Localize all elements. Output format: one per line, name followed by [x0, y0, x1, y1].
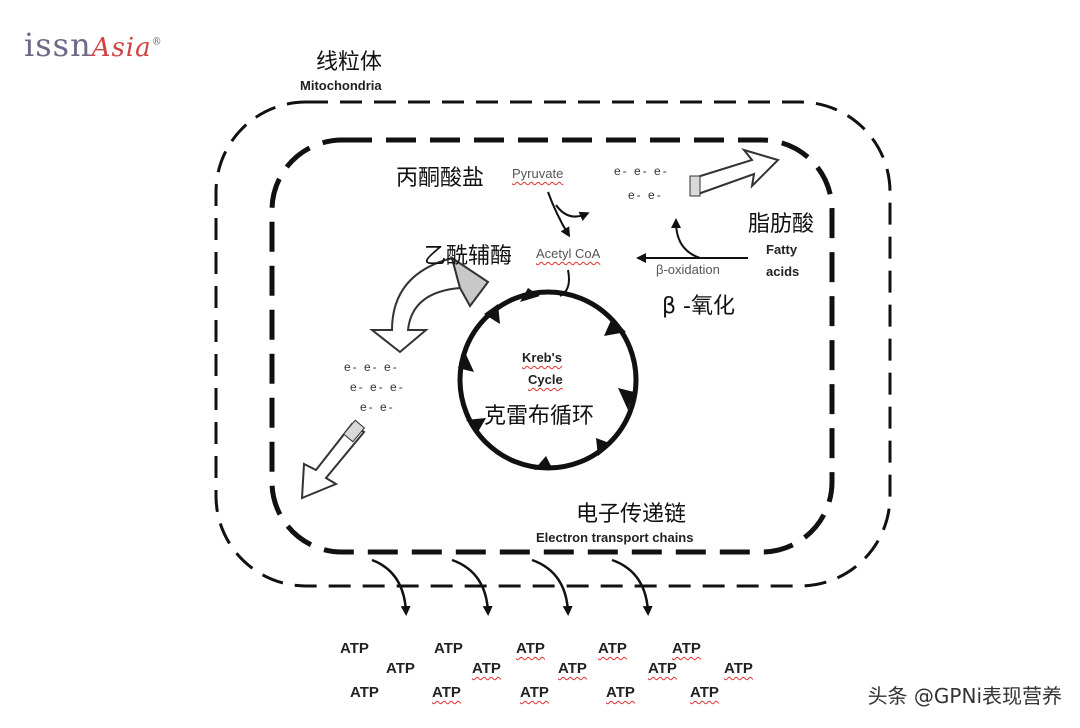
acetyl-to-cycle-arrow	[559, 269, 570, 297]
krebs-to-electrons-arrow	[369, 255, 490, 354]
electron-hollow-arrow-left	[300, 419, 366, 500]
atp-label: ATP	[558, 660, 587, 677]
acetyl-coa-label-zh: 乙酰辅酶	[424, 244, 513, 269]
inner-membrane	[269, 137, 835, 555]
beta-oxidation-branch-arrow	[671, 218, 701, 259]
beta-oxidation-label-en: β-oxidation	[656, 262, 720, 277]
atp-label: ATP	[472, 660, 501, 677]
electrons-left-row2: e- e- e-	[350, 380, 405, 394]
mitochondria-label-zh: 线粒体	[316, 50, 383, 75]
atp-label: ATP	[690, 684, 719, 701]
atp-label: ATP	[432, 684, 461, 701]
outer-membrane	[214, 100, 892, 588]
fatty-acids-label-en-2: acids	[766, 264, 800, 279]
atp-label: ATP	[520, 684, 549, 701]
atp-label: ATP	[516, 640, 545, 657]
electrons-left-row3: e- e-	[360, 400, 395, 414]
mitochondria-label-en: Mitochondria	[300, 78, 382, 93]
pyruvate-label-en: Pyruvate	[512, 166, 564, 181]
atp-label: ATP	[434, 640, 463, 657]
atp-label: ATP	[648, 660, 677, 677]
acetyl-coa-label-en: Acetyl CoA	[536, 246, 601, 261]
atp-arrows	[371, 558, 653, 616]
pyruvate-arrow	[547, 191, 571, 238]
electrons-top-row1: e- e- e-	[614, 164, 669, 178]
krebs-label-en-1: Kreb's	[522, 350, 562, 365]
pyruvate-label-zh: 丙酮酸盐	[396, 166, 485, 191]
atp-label: ATP	[598, 640, 627, 657]
pyruvate-side-arrow	[555, 204, 590, 222]
watermark: 头条 @GPNi表现营养	[867, 684, 1062, 708]
electron-hollow-arrow-top	[689, 148, 780, 197]
krebs-cycle-arrowheads	[458, 288, 634, 470]
etc-label-zh: 电子传递链	[576, 502, 687, 527]
atp-label: ATP	[340, 640, 369, 657]
atp-label: ATP	[672, 640, 701, 657]
fatty-acids-label-en-1: Fatty	[766, 242, 798, 257]
etc-label-en: Electron transport chains	[536, 530, 694, 545]
beta-oxidation-label-zh: β -氧化	[662, 294, 735, 319]
fatty-acids-label-zh: 脂肪酸	[748, 212, 815, 237]
electrons-left-row1: e- e- e-	[344, 360, 399, 374]
issn-asia-logo: issnAsia®	[24, 26, 163, 64]
atp-label: ATP	[386, 660, 415, 677]
krebs-label-en-2: Cycle	[528, 372, 563, 387]
atp-label: ATP	[350, 684, 379, 701]
krebs-label-zh: 克雷布循环	[484, 404, 595, 429]
electrons-top-row2: e- e-	[628, 188, 663, 202]
atp-label: ATP	[724, 660, 753, 677]
atp-label: ATP	[606, 684, 635, 701]
